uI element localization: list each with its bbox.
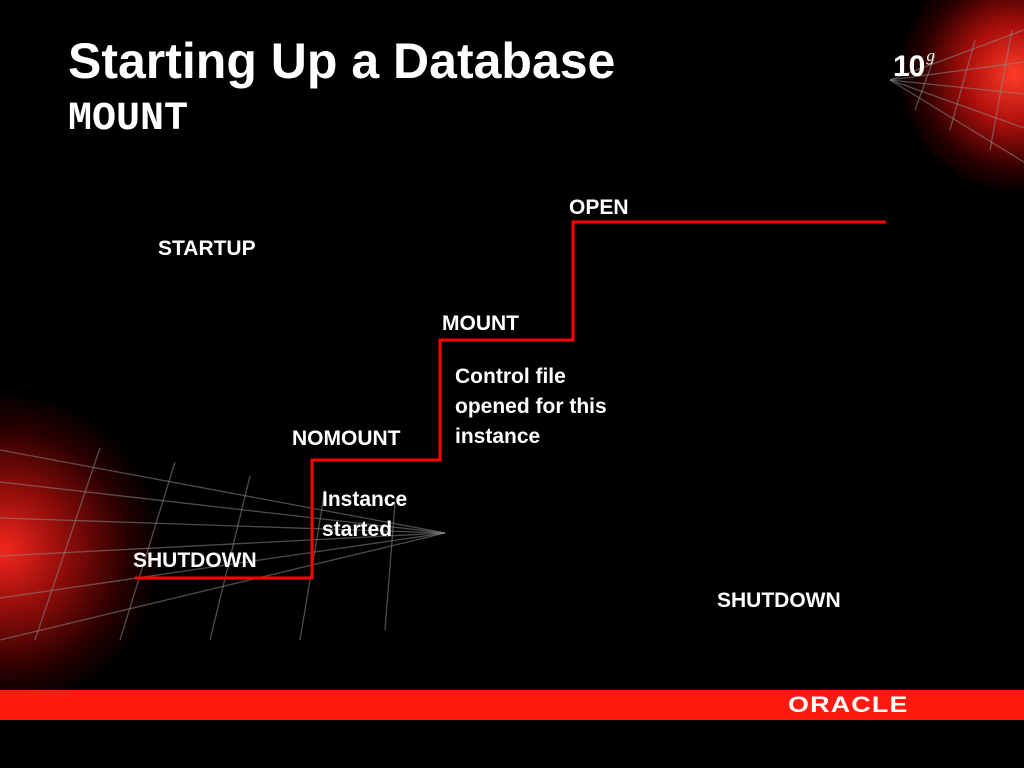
control-file-note: Control file opened for this instance — [455, 365, 607, 448]
grid-lines-left — [0, 447, 446, 641]
stage-label-mount: MOUNT — [442, 312, 519, 335]
grid-lines-right — [889, 29, 1024, 163]
oracle-logo: ORACLE — [788, 692, 909, 717]
stage-label-open: OPEN — [569, 196, 629, 219]
shutdown-label-right: SHUTDOWN — [717, 589, 841, 612]
startup-step-line — [135, 220, 886, 580]
version-number: 10 — [893, 50, 925, 83]
startup-label: STARTUP — [158, 237, 256, 260]
stage-label-nomount: NOMOUNT — [292, 427, 401, 450]
instance-started-note: Instance started — [322, 488, 408, 541]
stage-label-shutdown: SHUTDOWN — [133, 549, 257, 572]
footer-bar — [0, 690, 1024, 720]
slide-title: Starting Up a Database — [68, 33, 616, 89]
slide-subtitle: MOUNT — [68, 97, 189, 142]
version-superscript: g — [926, 46, 934, 65]
